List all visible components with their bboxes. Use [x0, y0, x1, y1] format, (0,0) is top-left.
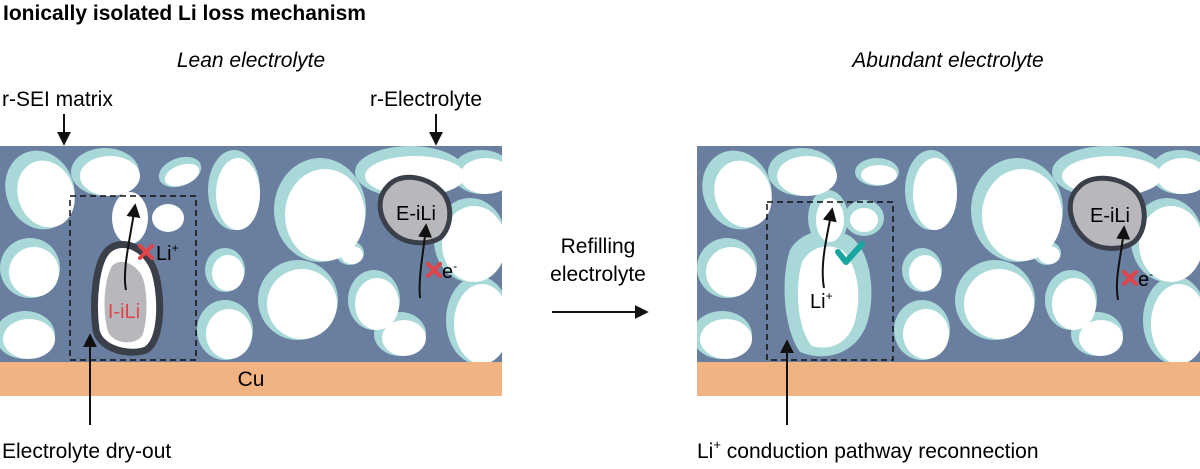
right-panel: Abundant electrolyte	[697, 49, 1200, 463]
cross-icon	[426, 262, 442, 278]
i-ili-grain	[104, 261, 147, 343]
r-sei-callout: r-SEI matrix	[2, 88, 113, 111]
li-ion-label-right: Li+	[810, 289, 833, 313]
cu-substrate-left	[0, 362, 502, 396]
focus-box-right	[766, 201, 894, 361]
e-ili-label-right: E-iLi	[1090, 205, 1130, 227]
refilling-line2: electrolyte	[550, 263, 646, 286]
transition: Refilling electrolyte	[550, 235, 649, 319]
right-subtitle: Abundant electrolyte	[850, 49, 1043, 72]
electron-path-right	[1115, 225, 1131, 301]
cross-icon	[138, 244, 154, 260]
check-icon	[835, 241, 865, 265]
left-panel: Lean electrolyte r-SEI matrix r-Electrol…	[0, 49, 502, 463]
figure-title: Ionically isolated Li loss mechanism	[3, 2, 366, 25]
refilling-line1: Refilling	[561, 235, 636, 258]
cross-icon	[1122, 270, 1138, 286]
reconnection-label: Li+ conduction pathway reconnection	[697, 437, 1039, 463]
electron-path-left	[418, 223, 433, 299]
i-ili-label: I-iLi	[108, 301, 140, 323]
pore-field	[0, 146, 502, 362]
focus-box-left	[69, 195, 197, 361]
dry-out-voids	[91, 192, 184, 356]
dry-out-label: Electrolyte dry-out	[2, 440, 171, 463]
li-ion-label-left: Li+	[156, 241, 179, 265]
e-ili-label-left: E-iLi	[396, 203, 436, 225]
electron-label-right: e-	[1138, 267, 1153, 291]
cu-label: Cu	[238, 368, 265, 391]
li-path-blocked	[123, 203, 141, 291]
r-electrolyte-callout: r-Electrolyte	[370, 88, 482, 111]
e-ili-grain-left	[377, 174, 453, 246]
li-path-reconnected	[821, 207, 837, 289]
left-subtitle: Lean electrolyte	[177, 49, 325, 72]
electron-label-left: e-	[442, 259, 457, 283]
cu-substrate-right	[697, 362, 1200, 396]
